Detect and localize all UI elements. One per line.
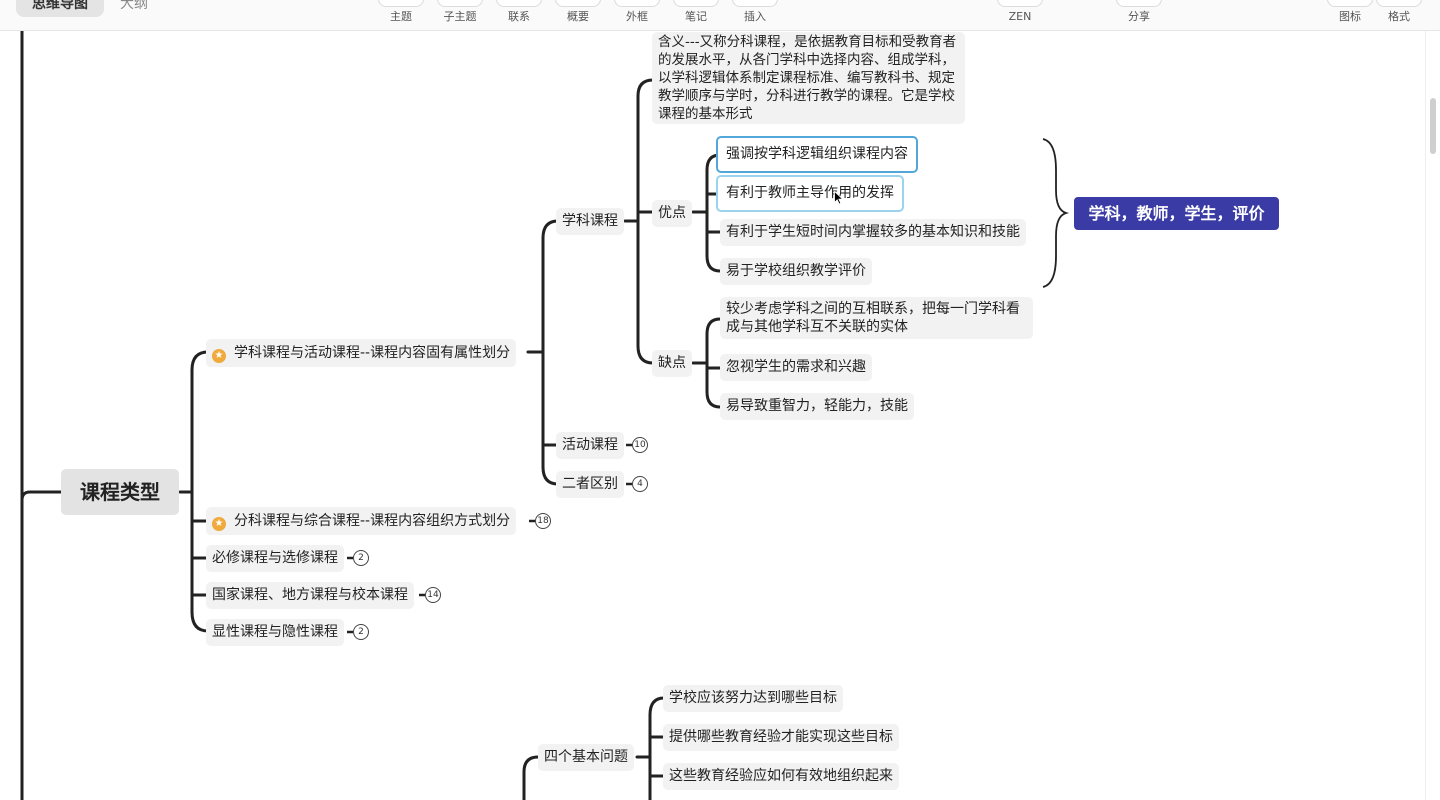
topic-meaning[interactable]: 含义---又称分科课程，是依据教育目标和受教育者的发展水平，从各门学科中选择内容… (652, 32, 965, 124)
subtopic-icon (437, 0, 483, 7)
cons-item-3[interactable]: 易导致重智力，轻能力，技能 (720, 393, 914, 420)
pros-item-3[interactable]: 有利于学生短时间内掌握较多的基本知识和技能 (720, 219, 1026, 246)
zen-icon (997, 0, 1043, 7)
relationship-icon (496, 0, 542, 7)
sticker-button[interactable]: 图标 (1326, 0, 1374, 23)
collapse-count-badge[interactable]: 2 (353, 624, 369, 640)
summary-brace (1042, 138, 1070, 288)
relationship-button[interactable]: 联系 (495, 0, 543, 23)
star-icon: ★ (212, 349, 226, 363)
top-toolbar: 思维导图 大纲 主题 子主题 联系 概要 外框 笔记 插入 ZEN 分享 图标 … (0, 0, 1440, 31)
collapse-count-badge[interactable]: 10 (632, 437, 648, 453)
note-button[interactable]: 笔记 (672, 0, 720, 23)
boundary-icon (614, 0, 660, 7)
branch-required-elective[interactable]: 必修课程与选修课程 (206, 545, 344, 572)
collapse-count-badge[interactable]: 2 (353, 550, 369, 566)
question-item-2[interactable]: 提供哪些教育经验才能实现这些目标 (663, 724, 899, 751)
summary-topic[interactable]: 学科，教师，学生，评价 (1074, 197, 1279, 230)
format-icon (1376, 0, 1422, 7)
subtopic-button[interactable]: 子主题 (436, 0, 484, 23)
topic-four-basic-questions[interactable]: 四个基本问题 (538, 744, 634, 771)
share-button[interactable]: 分享 (1115, 0, 1163, 23)
pros-item-4[interactable]: 易于学校组织教学评价 (720, 258, 872, 285)
sticker-icon (1327, 0, 1373, 7)
question-item-3[interactable]: 这些教育经验应如何有效地组织起来 (663, 763, 899, 790)
tab-mind-map[interactable]: 思维导图 (16, 0, 104, 17)
topic-activity-course[interactable]: 活动课程 (556, 432, 624, 459)
pros-item-1[interactable]: 强调按学科逻辑组织课程内容 (716, 136, 918, 173)
root-connector (20, 490, 63, 502)
pros-item-2[interactable]: 有利于教师主导作用的发挥 (716, 175, 904, 212)
cons-item-1[interactable]: 较少考虑学科之间的互相联系，把每一门学科看成与其他学科互不关联的实体 (720, 297, 1033, 339)
insert-button[interactable]: 插入 (731, 0, 779, 23)
note-icon (673, 0, 719, 7)
root-topic[interactable]: 课程类型 (61, 469, 179, 515)
zen-button[interactable]: ZEN (996, 0, 1044, 23)
topic-difference[interactable]: 二者区别 (556, 471, 624, 498)
tab-outline[interactable]: 大纲 (120, 0, 148, 12)
summary-icon (555, 0, 601, 7)
format-button[interactable]: 格式 (1375, 0, 1423, 23)
cons-item-2[interactable]: 忽视学生的需求和兴趣 (720, 354, 872, 381)
branch-explicit-hidden[interactable]: 显性课程与隐性课程 (206, 619, 344, 646)
topic-pros[interactable]: 优点 (652, 200, 692, 227)
branch-national-local-school[interactable]: 国家课程、地方课程与校本课程 (206, 582, 414, 609)
topic-button[interactable]: 主题 (377, 0, 425, 23)
topic-icon (378, 0, 424, 7)
mouse-cursor-icon (834, 191, 844, 205)
branch-subject-activity[interactable]: ★学科课程与活动课程--课程内容固有属性划分 (206, 339, 517, 367)
insert-icon (732, 0, 778, 7)
summary-button[interactable]: 概要 (554, 0, 602, 23)
branch-separate-integrated[interactable]: ★分科课程与综合课程--课程内容组织方式划分 (206, 507, 517, 535)
collapse-count-badge[interactable]: 14 (425, 587, 441, 603)
share-icon (1116, 0, 1162, 7)
topic-subject-course[interactable]: 学科课程 (556, 208, 624, 235)
star-icon: ★ (212, 517, 226, 531)
collapse-count-badge[interactable]: 18 (535, 513, 551, 529)
topic-cons[interactable]: 缺点 (652, 350, 692, 377)
question-item-1[interactable]: 学校应该努力达到哪些目标 (663, 685, 843, 712)
boundary-button[interactable]: 外框 (613, 0, 661, 23)
vertical-scroll-track[interactable] (1425, 30, 1440, 800)
vertical-scrollbar-thumb[interactable] (1430, 98, 1436, 154)
collapse-count-badge[interactable]: 4 (632, 476, 648, 492)
